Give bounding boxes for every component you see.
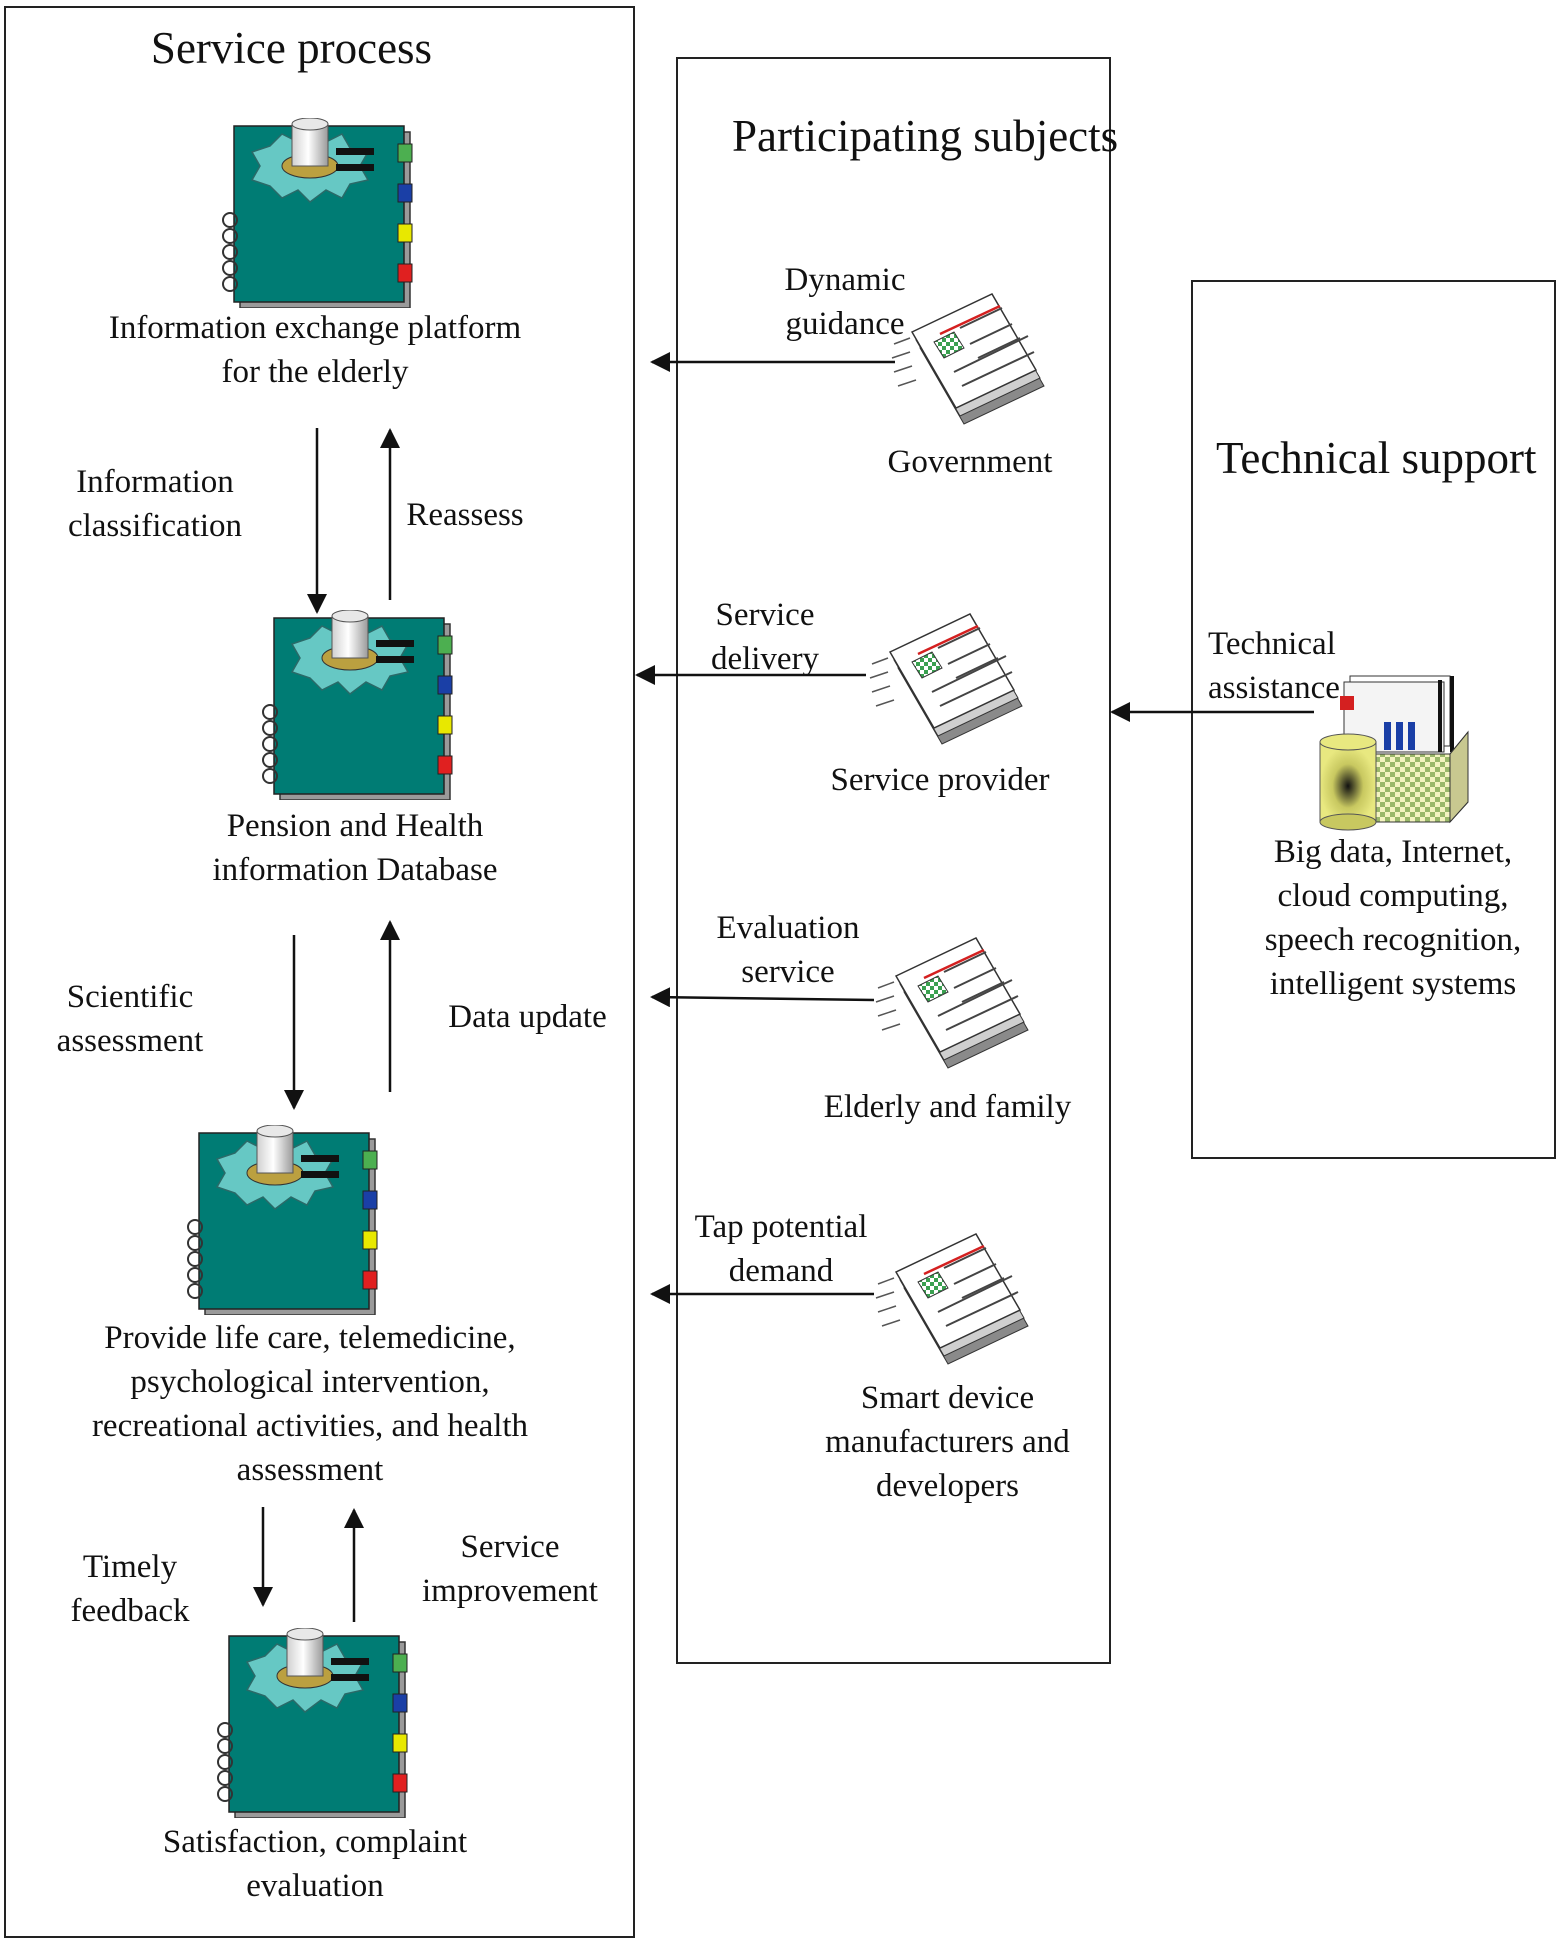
action-label-technical-assistance: Technical assistance	[1208, 626, 1340, 706]
technical-support-panel	[1191, 280, 1556, 1159]
technical-support-title: Technical support	[1216, 433, 1537, 483]
subject-label-government: Government	[887, 444, 1053, 480]
flow-label-timely-feedback: Timely feedback	[70, 1549, 190, 1629]
database-module-icon	[217, 1628, 408, 1818]
action-label-tap-potential-demand: Tap potential demand	[694, 1209, 868, 1289]
action-label-evaluation-service: Evaluation service	[716, 910, 860, 990]
participating-subjects-panel	[676, 57, 1111, 1664]
node-label-info-exchange-platform: Information exchange platform for the el…	[108, 310, 522, 390]
database-module-icon	[262, 610, 453, 800]
node-label-pension-health-database: Pension and Health information Database	[212, 808, 498, 888]
database-module-icon	[222, 118, 413, 308]
technical-support-content: Big data, Internet, cloud computing, spe…	[1264, 834, 1522, 1002]
participating-subjects-title: Participating subjects	[732, 111, 1119, 161]
newspaper-icon	[869, 613, 1023, 745]
action-label-service-delivery: Service delivery	[710, 597, 820, 677]
flow-label-reassess: Reassess	[406, 497, 524, 533]
service-process-panel	[4, 6, 635, 1938]
action-label-dynamic-guidance: Dynamic guidance	[784, 262, 906, 342]
flow-label-information-classification: Information classification	[67, 464, 243, 544]
subject-label-smart-device-manufacturers: Smart device manufacturers and developer…	[825, 1380, 1070, 1504]
subject-label-service-provider: Service provider	[830, 762, 1050, 798]
service-process-title: Service process	[150, 23, 433, 73]
subject-label-elderly-and-family: Elderly and family	[823, 1089, 1072, 1125]
newspaper-icon	[891, 293, 1045, 425]
newspaper-icon	[875, 937, 1029, 1069]
newspaper-icon	[875, 1233, 1029, 1365]
flow-label-data-update: Data update	[448, 999, 607, 1035]
flow-label-service-improvement: Service improvement	[422, 1529, 598, 1609]
data-storage-icon	[1319, 675, 1469, 831]
flow-label-scientific-assessment: Scientific assessment	[56, 979, 204, 1059]
database-module-icon	[187, 1125, 378, 1315]
node-label-satisfaction-evaluation: Satisfaction, complaint evaluation	[162, 1824, 468, 1904]
node-label-provide-life-care: Provide life care, telemedicine, psychol…	[91, 1320, 529, 1488]
